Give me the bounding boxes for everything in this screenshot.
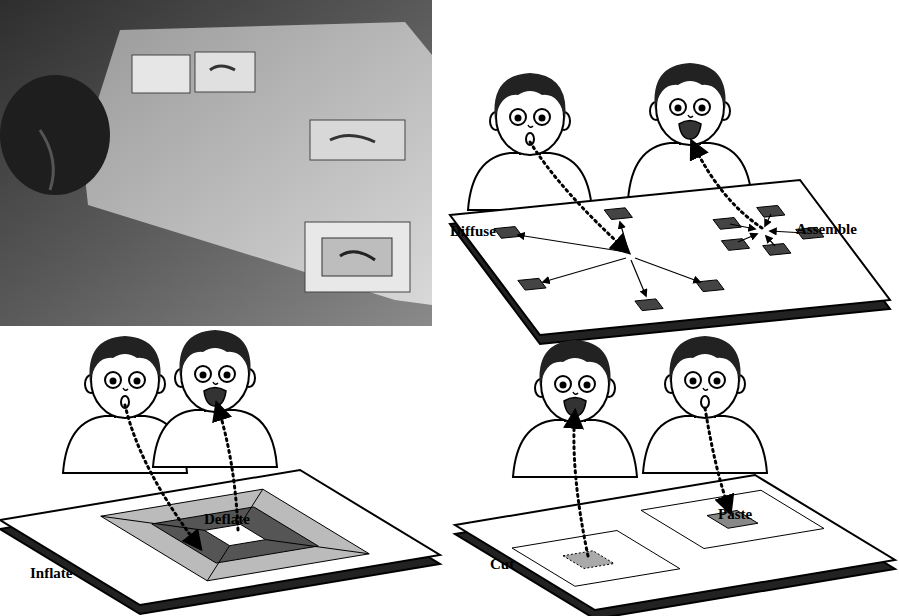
inflate-deflate-panel — [0, 330, 440, 614]
person-figure — [643, 336, 767, 473]
annotation-label: Inflate — [30, 566, 73, 581]
person-figure — [513, 340, 637, 477]
annotation-label: Deflate — [204, 512, 250, 527]
mouth — [701, 396, 709, 408]
annotation-label: Paste — [718, 507, 752, 522]
annotation-label: Assemble — [796, 222, 857, 237]
photo-panel — [0, 0, 432, 326]
tabletop — [0, 470, 440, 605]
annotation-label: Diffuse — [450, 224, 496, 239]
annotation-label: Cut — [490, 557, 514, 572]
person-figure — [153, 330, 277, 467]
tabletop — [455, 475, 895, 610]
mouth — [204, 388, 226, 407]
tabletop — [450, 180, 890, 335]
diffuse-assemble-panel — [450, 63, 890, 344]
cut-paste-panel — [455, 336, 895, 616]
person-figure — [628, 63, 752, 200]
mouth — [679, 121, 701, 140]
